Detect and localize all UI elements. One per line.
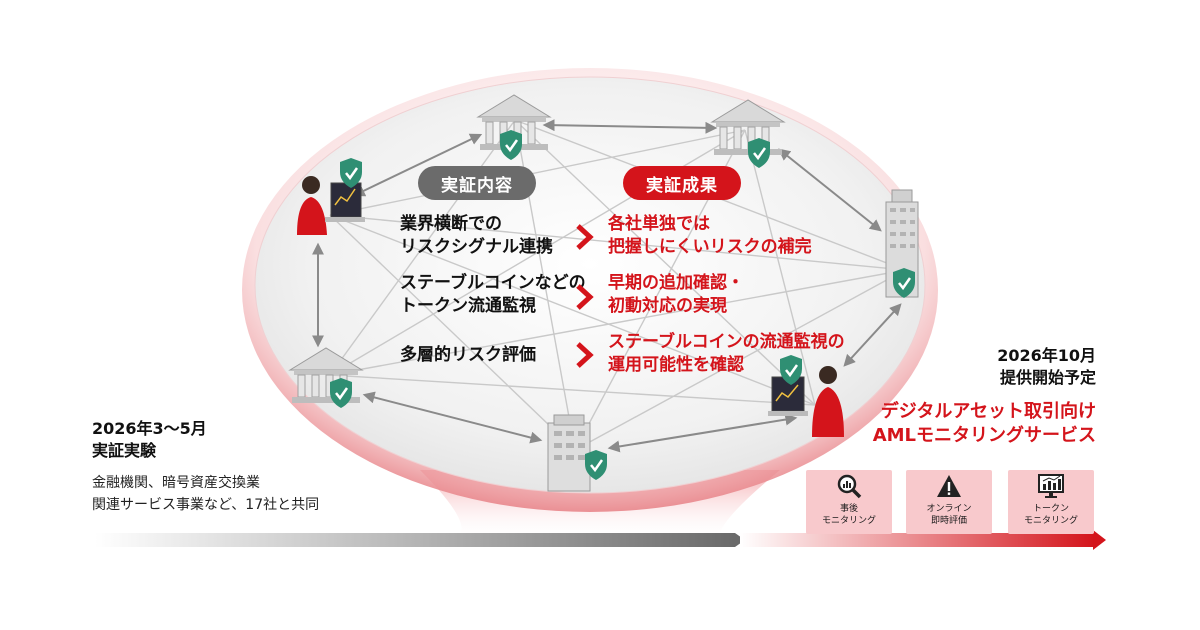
- content-row-2: ステーブルコインなどの トークン流通監視: [400, 273, 586, 316]
- shield-icon: [780, 355, 802, 385]
- magnifier-chart-icon: [837, 474, 862, 499]
- monitor-chart-icon: [1038, 474, 1064, 498]
- shield-icon: [748, 138, 770, 168]
- service-card-online-evaluation: オンライン 即時評価: [906, 470, 992, 534]
- person-analyst-icon: [297, 176, 365, 235]
- service-card-post-monitoring: 事後 モニタリング: [806, 470, 892, 534]
- trial-phase-label: 2026年3〜5月 実証実験: [92, 419, 207, 460]
- chevron-right-icon: [576, 342, 594, 368]
- chevron-right-icon: [576, 284, 594, 310]
- warning-icon: [937, 475, 961, 497]
- service-card-label: オンライン 即時評価: [926, 504, 972, 526]
- result-header-pill: 実証成果: [623, 166, 741, 200]
- content-row-1: 業界横断での リスクシグナル連携: [400, 214, 553, 257]
- shield-icon: [500, 130, 522, 160]
- content-row-3: 多層的リスク評価: [400, 345, 536, 365]
- result-row-2: 早期の追加確認・ 初動対応の実現: [608, 273, 744, 316]
- office-building-icon: [547, 414, 591, 492]
- result-row-1: 各社単独では 把握しにくいリスクの補完: [608, 214, 812, 257]
- launch-phase-label: 2026年10月 提供開始予定: [997, 346, 1096, 387]
- shield-icon: [340, 158, 362, 188]
- shield-icon: [893, 268, 915, 298]
- service-name: デジタルアセット取引向け AMLモニタリングサービス: [872, 401, 1096, 446]
- result-row-3: ステーブルコインの流通監視の 運用可能性を確認: [608, 332, 845, 375]
- content-header-pill: 実証内容: [418, 166, 536, 200]
- chevron-right-icon: [576, 224, 594, 250]
- service-card-label: トークン モニタリング: [1023, 504, 1078, 526]
- service-card-label: 事後 モニタリング: [821, 504, 876, 526]
- service-card-token-monitoring: トークン モニタリング: [1008, 470, 1094, 534]
- shield-icon: [330, 378, 352, 408]
- trial-description: 金融機関、暗号資産交換業 関連サービス事業など、17社と共同: [92, 475, 320, 513]
- shield-icon: [585, 450, 607, 480]
